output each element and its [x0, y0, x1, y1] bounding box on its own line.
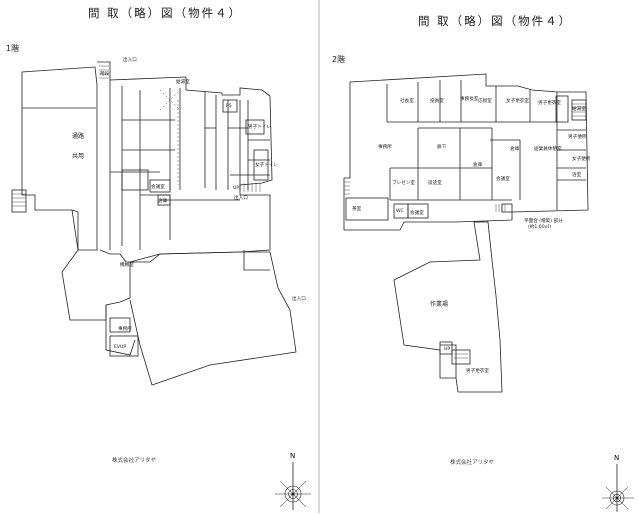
room-wc	[109, 317, 131, 333]
wall-west-block	[21, 66, 98, 251]
company-name: 株式会社アリタヤ	[450, 460, 495, 466]
label-stairs: 階段	[100, 70, 110, 77]
floor-label: 1階	[6, 44, 20, 53]
label-bath: 浴室	[572, 171, 582, 178]
compass-n-label: N	[614, 454, 619, 462]
label-ent3: 出入口	[292, 295, 306, 302]
label-storage: 倉庫	[158, 197, 168, 204]
label-warehouse: 倉庫	[473, 161, 483, 168]
label-note: 平面合 (増築) 部分	[524, 217, 563, 224]
label-meeting: 会議室	[496, 175, 510, 182]
label-mtg-small: 会議室	[410, 209, 424, 216]
compass-n-label: N	[290, 452, 295, 460]
label-up-2: UP	[120, 344, 126, 350]
label-store: 倉庫	[510, 145, 520, 152]
label-sw: 給湯室	[572, 105, 586, 112]
label-ent2: 出入口	[234, 194, 248, 201]
label-corridor: 通路	[72, 132, 84, 140]
room-small	[121, 169, 149, 191]
company-name: 株式会社アリタヤ	[112, 458, 157, 464]
label-ps: PS	[226, 103, 232, 109]
label-note2: (約1.60㎡)	[528, 223, 551, 230]
label-wc-m: 男子更衣室	[538, 99, 561, 106]
label-office: 事務所	[118, 325, 132, 332]
label-machine: 機械室	[120, 261, 134, 268]
label-wc-f: 女子トイレ	[255, 161, 278, 168]
label-mgr: 事務長室	[460, 95, 479, 102]
label-pres-room: プレゼン室	[392, 179, 415, 186]
label-up: UP	[233, 185, 239, 191]
page-floor-2: 間 取（略）図（物件４） 2階	[320, 0, 638, 513]
label-exec: 役員室	[430, 97, 444, 104]
label-m-wc: 男子便所	[568, 133, 587, 140]
label-shared: 共用	[72, 152, 84, 160]
floor-plan-2f: 社長室 役員室 事務長室 応接室 女子更衣室 男子更衣室 事務所 廊下 倉庫 倉…	[343, 73, 591, 393]
label-lounge: 談話室	[428, 179, 442, 186]
label-president: 社長室	[400, 97, 414, 104]
label-wc: WC	[396, 208, 404, 214]
label-work: 作業場	[430, 300, 448, 308]
label-wc-m: 男子トイレ	[248, 123, 271, 130]
label-up: UP	[444, 346, 450, 352]
page-title: 間 取（略）図（物件４）	[88, 6, 243, 20]
page-floor-1: 間 取（略）図（物件４） 1階	[0, 0, 318, 513]
compass-icon: N	[275, 452, 311, 510]
label-sw: 給湯室	[176, 78, 190, 85]
label-breakroom: 従業員休憩室	[534, 145, 562, 152]
label-elev: EV	[114, 344, 121, 350]
label-ent1: 出入口	[123, 56, 137, 63]
page-title: 間 取（略）図（物件４）	[418, 14, 573, 28]
label-hall: 廊下	[437, 143, 447, 150]
floor-plan-1f: 出入口 階段 給湯室 通路 共用 PS 男子トイレ 女子トイレ 会議室 倉庫 U…	[11, 56, 306, 386]
label-reception: 応接室	[478, 97, 492, 104]
compass-icon: N	[602, 454, 634, 512]
floor-label: 2階	[332, 55, 346, 64]
label-lockers: 男子更衣室	[466, 367, 489, 374]
stair-sw	[11, 189, 27, 213]
label-wc-f: 女子更衣室	[506, 97, 529, 104]
label-office: 事務所	[378, 143, 392, 150]
label-mtg: 会議室	[151, 183, 165, 190]
label-f-wc: 女子便所	[572, 155, 591, 162]
page-divider	[318, 0, 320, 513]
label-tea: 茶室	[352, 205, 362, 212]
